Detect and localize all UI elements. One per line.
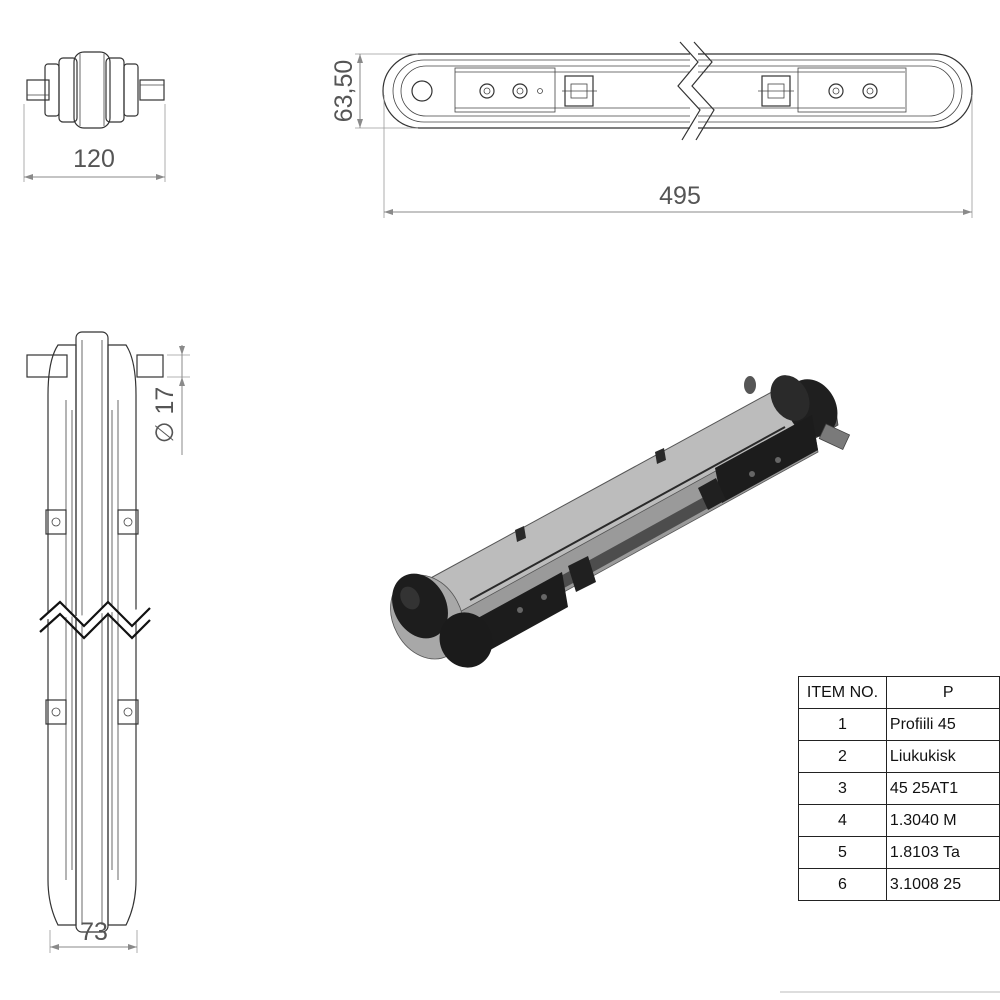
bom-item-no: 4: [798, 804, 887, 837]
bom-part-name: Profiili 45: [885, 708, 1000, 741]
bom-part-name: 1.3040 M: [885, 804, 1000, 837]
table-row: 1 Profiili 45: [798, 708, 1000, 741]
bom-item-no: 2: [798, 740, 887, 773]
bom-item-no: 6: [798, 868, 887, 901]
bom-part-name: 45 25AT1: [885, 772, 1000, 805]
bom-part-name: Liukukisk: [885, 740, 1000, 773]
bom-item-no: 3: [798, 772, 887, 805]
top-view: 63,50 495: [330, 41, 973, 218]
bom-item-no: 1: [798, 708, 887, 741]
isometric-view: [390, 375, 851, 668]
table-row: 5 1.8103 Ta: [798, 836, 1000, 869]
bom-part-name: 1.8103 Ta: [885, 836, 1000, 869]
dim-top-length: 495: [659, 182, 701, 210]
side-view: ∅ 17 73: [26, 331, 190, 953]
dim-side-width: 73: [80, 918, 108, 946]
bom-header-part: P: [885, 676, 1000, 709]
dim-side-diameter: ∅ 17: [151, 387, 179, 444]
table-row: 4 1.3040 M: [798, 804, 1000, 837]
bom-item-no: 5: [798, 836, 887, 869]
front-view: 120: [23, 51, 166, 182]
bill-of-materials-table: ITEM NO. P 1 Profiili 45 2 Liukukisk 3 4…: [798, 676, 1000, 901]
bom-header-item-no: ITEM NO.: [798, 676, 887, 709]
table-row: 2 Liukukisk: [798, 740, 1000, 773]
table-row: 6 3.1008 25: [798, 868, 1000, 901]
dim-top-height: 63,50: [330, 60, 358, 123]
table-row: 3 45 25AT1: [798, 772, 1000, 805]
bom-part-name: 3.1008 25: [885, 868, 1000, 901]
dim-front-width: 120: [73, 145, 115, 173]
bom-header-row: ITEM NO. P: [798, 676, 1000, 709]
